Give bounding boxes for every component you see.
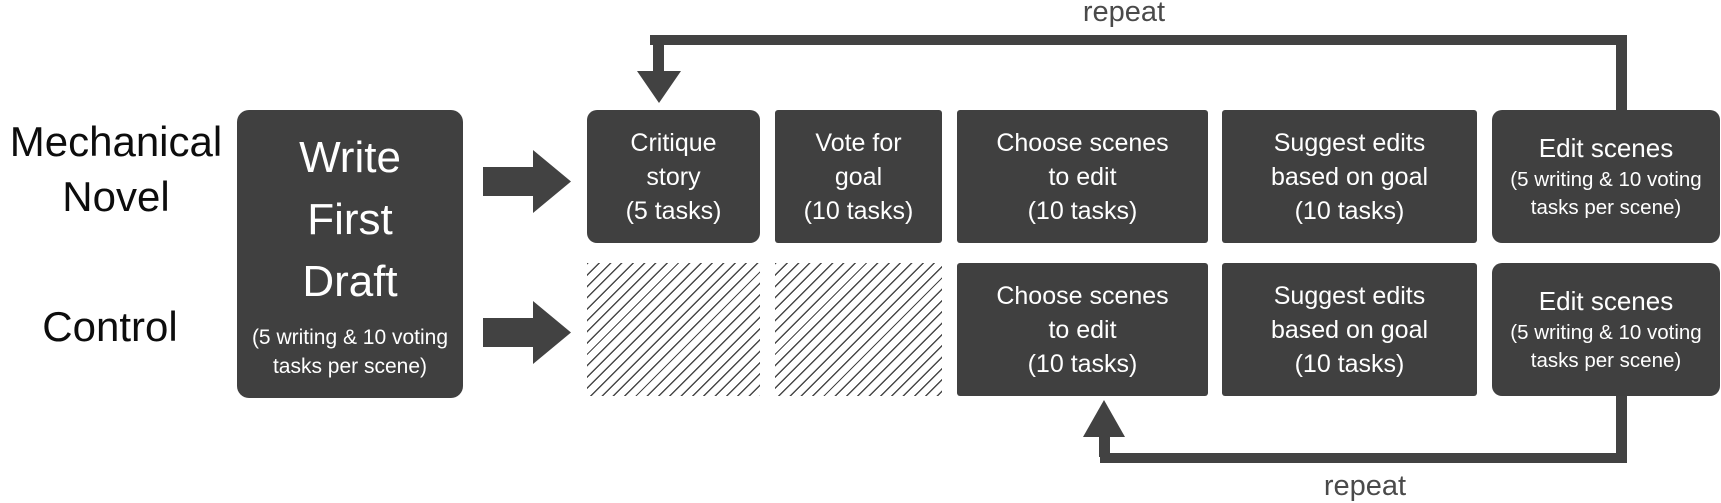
- top-loop-line-right: [1616, 43, 1627, 112]
- edit-scenes-subtitle: (5 writing & 10 voting tasks per scene): [1510, 321, 1702, 372]
- top-loop-line-horizontal: [650, 35, 1627, 45]
- edit-scenes-title: Edit scenes: [1538, 286, 1674, 316]
- flow-arrow-top-icon: [483, 150, 571, 213]
- bottom-loop-line-right: [1616, 396, 1627, 463]
- draft-title: Write First Draft: [299, 133, 401, 306]
- bottom-loop-line-left-stub: [1099, 437, 1110, 457]
- top-loop-line-left-stub: [653, 43, 664, 73]
- row-label-mechanical-novel: Mechanical Novel: [9, 118, 223, 220]
- top-repeat-label: repeat: [1082, 0, 1166, 28]
- box-edit-scenes-bottom: Edit scenes (5 writing & 10 voting tasks…: [1492, 263, 1720, 396]
- box-suggest-edits-bottom: Suggest edits based on goal (10 tasks): [1222, 263, 1477, 396]
- bottom-loop-arrowhead-up-icon: [1083, 400, 1125, 437]
- box-edit-scenes-top: Edit scenes (5 writing & 10 voting tasks…: [1492, 110, 1720, 243]
- hatched-placeholder-2: [775, 263, 942, 396]
- box-suggest-edits-top: Suggest edits based on goal (10 tasks): [1222, 110, 1477, 243]
- bottom-loop-line-horizontal: [1100, 453, 1627, 463]
- hatched-placeholder-1: [587, 263, 760, 396]
- top-loop-arrowhead-down-icon: [637, 71, 681, 103]
- flow-arrow-bottom-icon: [483, 301, 571, 364]
- write-first-draft-box: Write First Draft (5 writing & 10 voting…: [237, 110, 463, 398]
- edit-scenes-subtitle: (5 writing & 10 voting tasks per scene): [1510, 168, 1702, 219]
- box-choose-scenes-bottom: Choose scenes to edit (10 tasks): [957, 263, 1208, 396]
- box-critique-story: Critique story (5 tasks): [587, 110, 760, 243]
- edit-scenes-title: Edit scenes: [1538, 133, 1674, 163]
- box-choose-scenes-top: Choose scenes to edit (10 tasks): [957, 110, 1208, 243]
- bottom-repeat-label: repeat: [1323, 470, 1407, 502]
- row-label-control: Control: [42, 303, 178, 350]
- box-vote-for-goal: Vote for goal (10 tasks): [775, 110, 942, 243]
- draft-subtitle: (5 writing & 10 voting tasks per scene): [251, 326, 449, 378]
